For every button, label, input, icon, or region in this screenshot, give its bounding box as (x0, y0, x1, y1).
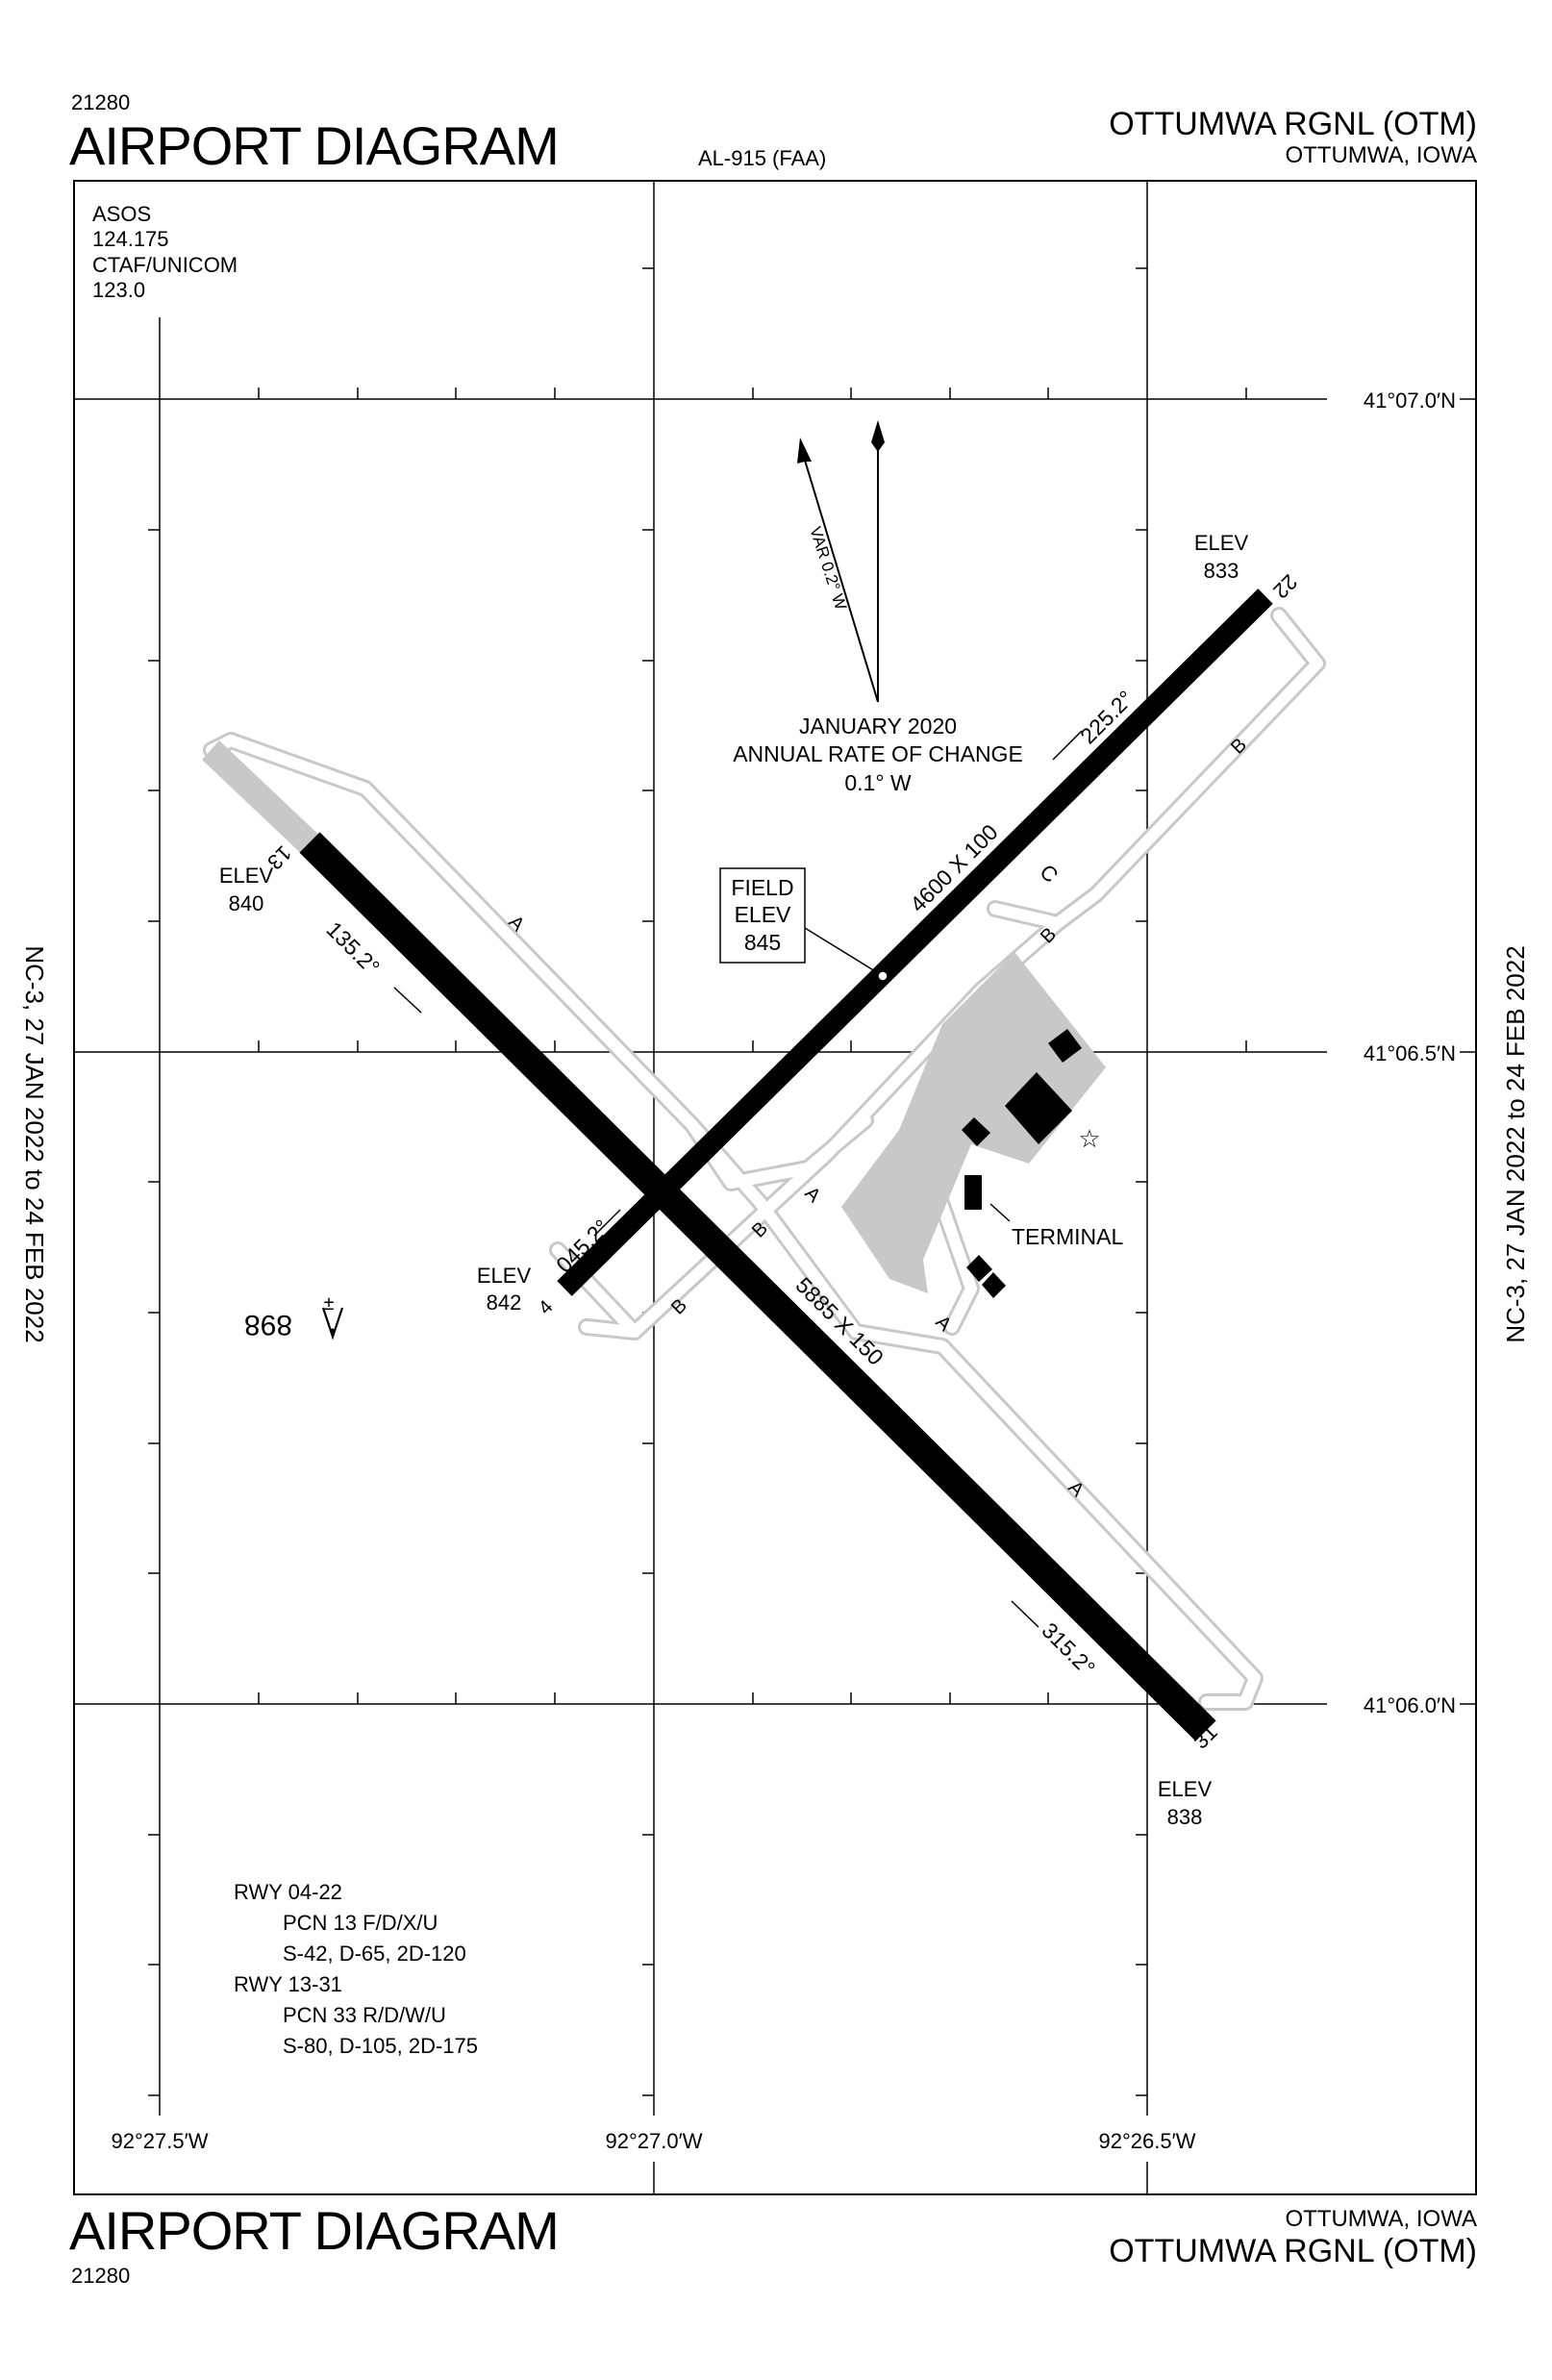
airport-name: OTTUMWA RGNL (OTM) (1109, 106, 1477, 142)
magnetic-date: JANUARY 2020 (799, 714, 957, 739)
pavement-rwy13-31-label: RWY 13-31 (234, 1972, 342, 1996)
terminal-label: TERMINAL (1012, 1224, 1124, 1249)
freq-ctaf-label: CTAF/UNICOM (92, 253, 238, 277)
lat-label-2: 41°06.5′N (1364, 1041, 1456, 1065)
rwy04-heading-arrow (593, 1209, 621, 1237)
obstacle-group: 898 (244, 1309, 292, 1340)
airport-city: OTTUMWA, IOWA (1285, 142, 1477, 168)
building-5 (966, 1255, 992, 1282)
footer-title: AIRPORT DIAGRAM (69, 2200, 560, 2261)
rwy13-heading-arrow (393, 987, 422, 1014)
freq-ctaf-value: 123.0 (92, 278, 145, 302)
longitude-ticks (148, 267, 1147, 2096)
taxiway-c-label: C (1035, 860, 1063, 888)
true-north-icon (871, 420, 885, 452)
magnetic-north-icon (797, 438, 812, 463)
rotating-beacon-icon: ☆ (1078, 1124, 1100, 1153)
footer-city: OTTUMWA, IOWA (1285, 2206, 1477, 2232)
page-title: AIRPORT DIAGRAM (69, 115, 560, 176)
magnetic-variation: VAR 0.2° W (806, 524, 850, 612)
north-arrows: VAR 0.2° W (797, 420, 885, 703)
rwy31-elev-value: 838 (1167, 1805, 1203, 1829)
latitude-grid (74, 398, 1476, 1705)
rwy22-elev-value: 833 (1204, 559, 1239, 583)
rwy13-elev-label: ELEV (219, 864, 274, 888)
footer-procedure-number: 21280 (71, 2264, 131, 2288)
taxiway-system (203, 607, 1326, 1711)
terminal-building (964, 1175, 982, 1210)
pavement-rwy13-31-strength: S-80, D-105, 2D-175 (283, 2034, 478, 2058)
diagram-frame (73, 180, 1477, 2195)
building-3 (962, 1117, 990, 1146)
building-hangar-2 (1005, 1072, 1072, 1144)
buildings (962, 1029, 1082, 1298)
lon-label-3: 92°26.5′W (1099, 2129, 1196, 2153)
lon-label-1: 92°27.5′W (112, 2129, 209, 2153)
lat-label-1: 41°07.0′N (1364, 388, 1456, 413)
rwy31-elev-label: ELEV (1158, 1777, 1213, 1801)
rwy22-end-number: 22 (1268, 569, 1302, 603)
building-6 (982, 1272, 1006, 1298)
field-elevation-point (877, 970, 889, 982)
field-elev-line1: FIELD (731, 875, 793, 900)
runway-13-31 (299, 832, 1216, 1741)
rwy04-end-number: 4 (535, 1296, 557, 1318)
runway-13-blast-pad (202, 740, 327, 862)
annual-rate-value: 0.1° W (844, 770, 912, 795)
pavement-rwy04-22-pcn: PCN 13 F/D/X/U (283, 1911, 438, 1935)
obstacle-tolerance: ± (324, 1293, 335, 1315)
freq-asos-label: ASOS (92, 202, 151, 226)
pavement-rwy04-22-strength: S-42, D-65, 2D-120 (283, 1942, 466, 1966)
rwy04-elev-label: ELEV (477, 1264, 532, 1288)
lat-label-3: 41°06.0′N (1364, 1693, 1456, 1717)
rwy13-elev-value: 840 (229, 891, 264, 915)
procedure-number: 21280 (71, 90, 131, 114)
longitude-grid (159, 181, 1148, 2194)
chart-id: AL-915 (FAA) (698, 146, 827, 170)
rwy22-heading-arrow (1052, 730, 1083, 761)
field-elevation-box (719, 867, 806, 964)
building-hangar-1 (1048, 1029, 1082, 1063)
pavement-rwy04-22-label: RWY 04-22 (234, 1880, 342, 1904)
annual-rate-label: ANNUAL RATE OF CHANGE (733, 741, 1023, 766)
pavement-rwy13-31-pcn: PCN 33 R/D/W/U (283, 2003, 446, 2027)
obstacle-elevation: 898 (244, 1309, 292, 1340)
field-elev-line2: ELEV (735, 902, 791, 927)
terminal-leader-line (989, 1203, 1011, 1222)
obstacle-icon (321, 1307, 344, 1340)
lon-label-2: 92°27.0′W (606, 2129, 703, 2153)
freq-asos-value: 124.175 (92, 227, 169, 251)
runway-04-22 (557, 589, 1273, 1296)
rwy22-elev-label: ELEV (1194, 531, 1249, 555)
rwy04-elev-value: 842 (487, 1290, 522, 1315)
field-elev-value: 845 (744, 930, 781, 955)
field-elev-leader (804, 927, 876, 972)
rwy31-heading-arrow (1011, 1600, 1039, 1628)
footer-airport-name: OTTUMWA RGNL (OTM) (1109, 2233, 1477, 2269)
magnetic-north-line (802, 453, 879, 703)
